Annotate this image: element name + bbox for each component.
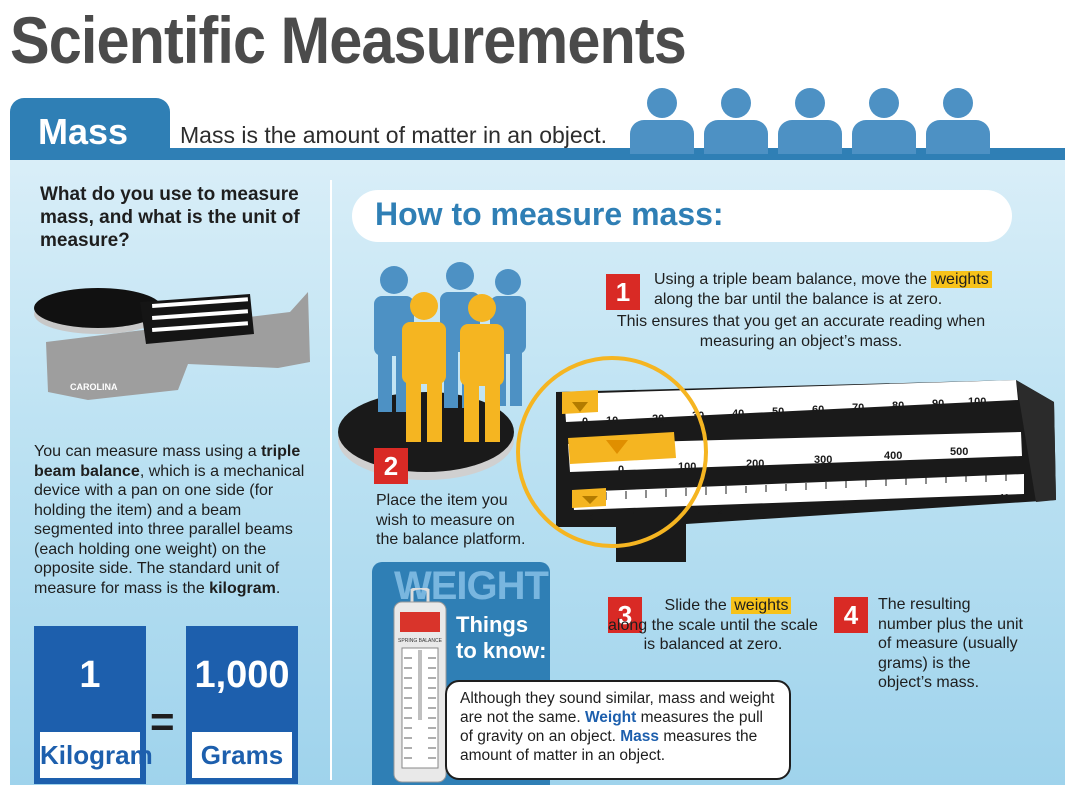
step-1-post: along the bar until the balance is at ze… <box>654 290 943 308</box>
middle-beam-tick: 300 <box>814 454 832 466</box>
bottom-beam-tick: 4 <box>760 505 765 514</box>
term-kilogram: kilogram <box>209 579 276 597</box>
mass-definition: Mass is the amount of matter in an objec… <box>180 122 607 148</box>
step-1-text: Using a triple beam balance, move the we… <box>654 270 992 309</box>
bottom-beam-tick: 9 <box>966 495 971 504</box>
grams-label: Grams <box>200 740 284 770</box>
step-3-text: Slide the weights along the scale until t… <box>608 596 818 655</box>
middle-beam-tick: 200 <box>746 458 764 470</box>
bottom-beam-tick: 5 <box>800 503 805 512</box>
note-part: Although they sound similar, mass and we… <box>460 690 775 726</box>
paragraph-part: . <box>275 579 281 597</box>
weight-background-word: WEIGHT <box>394 564 549 608</box>
kilogram-label: Kilogram <box>40 740 153 770</box>
left-paragraph: You can measure mass using a triple beam… <box>34 442 324 598</box>
note-term-weight: Weight <box>584 709 637 726</box>
kilogram-label-bg: Kilogram <box>40 732 153 778</box>
note-box <box>445 680 791 780</box>
bottom-beam <box>572 474 1024 510</box>
middle-beam-tick: 0 <box>618 464 624 476</box>
top-beam-tick: 90 <box>932 398 944 410</box>
step-4-body: The resulting number plus the unit of me… <box>878 596 1023 691</box>
how-to-header <box>352 190 1012 242</box>
step-2-text: Place the item you wish to measure on th… <box>376 492 526 548</box>
spring-scale-label: SPRING BALANCE <box>398 638 443 644</box>
balance-brand: CAROLINA <box>70 382 118 392</box>
step-4-text: The resulting number plus the unit of me… <box>834 595 1024 693</box>
grams-box: 1,000 Grams <box>186 626 298 784</box>
equals-sign: = <box>150 698 175 745</box>
top-beam <box>564 380 1018 422</box>
bottom-beam-tick: 8 <box>926 497 931 506</box>
term-triple-beam-balance: triple beam balance <box>34 443 301 480</box>
bottom-beam-tick: 3 <box>718 507 723 516</box>
top-beam-tick: 40 <box>732 408 744 420</box>
grams-value: 1,000 <box>194 654 290 696</box>
top-beam-tick: 80 <box>892 400 904 412</box>
step-1-highlight: weights <box>931 271 992 288</box>
magnifier-circle-icon <box>516 356 708 548</box>
how-to-title: How to measure mass: <box>375 196 724 232</box>
person-icon <box>402 292 504 442</box>
step-1-badge: 1 <box>606 274 640 310</box>
bottom-beam-tick: 1 <box>632 511 637 520</box>
grams-label-bg: Grams <box>192 732 292 778</box>
middle-beam-tick: 100 <box>678 461 696 473</box>
middle-beam-tick: 400 <box>884 450 902 462</box>
paragraph-part: , which is a mechanical device with a pa… <box>34 462 305 597</box>
bottom-beam-tick: 6 <box>842 501 847 510</box>
top-beam-tick: 10 <box>606 415 618 427</box>
step-3-post: along the scale until the scale is balan… <box>608 616 818 654</box>
step-2-badge: 2 <box>374 448 408 484</box>
note-text: Although they sound similar, mass and we… <box>460 689 780 765</box>
paragraph-part: You can measure mass using a <box>34 443 262 460</box>
note-term-mass: Mass <box>620 728 660 745</box>
top-beam-tick: 50 <box>772 406 784 418</box>
bottom-beam-tick: 0 <box>590 513 595 522</box>
middle-beam <box>568 432 1022 472</box>
step-3-highlight: weights <box>731 597 792 614</box>
page-title: Scientific Measurements <box>10 3 687 77</box>
top-beam-tick: 60 <box>812 404 824 416</box>
step-4-badge: 4 <box>834 597 868 633</box>
bottom-beam-tick: 2 <box>676 509 681 518</box>
things-to-know-title: Things to know: <box>456 612 547 663</box>
triple-beam-balance-icon: CAROLINA <box>34 288 310 400</box>
middle-beam-tick: 500 <box>950 446 968 458</box>
mass-tab-label: Mass <box>38 111 129 152</box>
bottom-beam-tick: 7 <box>884 499 889 508</box>
kilogram-value: 1 <box>79 654 101 696</box>
top-beam-tick: 20 <box>652 413 664 425</box>
step-3-pre: Slide the <box>664 597 732 614</box>
step-3-badge: 3 <box>608 597 642 633</box>
step-1-extra: This ensures that you get an accurate re… <box>616 313 986 350</box>
top-beam-tick: 70 <box>852 402 864 414</box>
beam-weights <box>562 390 676 508</box>
column-divider <box>330 180 332 780</box>
note-part: measures the pull of gravity on an objec… <box>460 709 763 745</box>
left-question: What do you use to measure mass, and wha… <box>40 184 300 251</box>
bottom-beam-tick: 10 <box>1000 493 1009 502</box>
note-part: measures the amount of matter in an obje… <box>460 728 758 764</box>
kilogram-box: 1 Kilogram <box>34 626 153 784</box>
step-1-pre: Using a triple beam balance, move the <box>654 271 932 288</box>
top-beam-tick: 0 <box>582 416 588 428</box>
spring-scale-icon: SPRING BALANCE <box>393 588 447 783</box>
top-beam-tick: 100 <box>968 396 986 408</box>
